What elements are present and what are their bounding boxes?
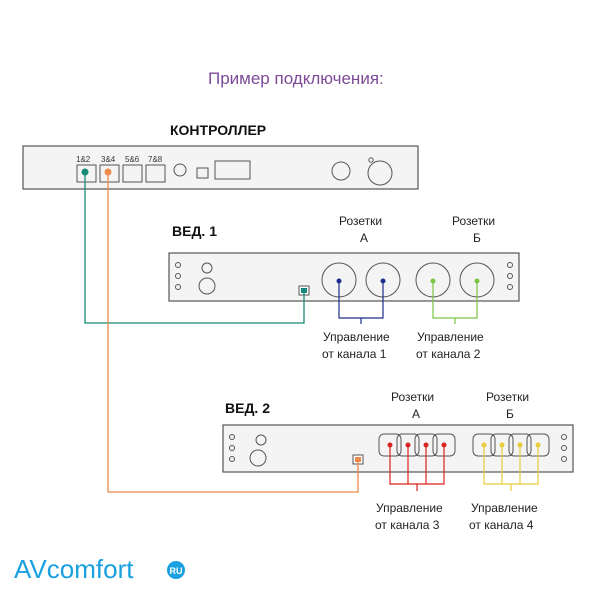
slave1-group-b-letter: Б: [473, 231, 481, 245]
slave2-mgmt-4-line2: от канала 4: [469, 518, 534, 532]
port-label-5-6: 5&6: [125, 155, 140, 164]
slave2-channel4-wire: [481, 442, 541, 491]
slave2-channel3-wire: [387, 442, 447, 491]
slave2-mgmt-4-line1: Управление: [471, 501, 538, 515]
controller-knob-mid[interactable]: [331, 161, 351, 181]
logo-av: AV: [14, 554, 47, 584]
slave2-mgmt-3-line2: от канала 3: [375, 518, 440, 532]
slave1-channel1-wire: [336, 278, 386, 324]
port-label-1-2: 1&2: [76, 155, 91, 164]
slave2-group-b-title: Розетки: [486, 390, 529, 404]
avcomfort-logo: AVcomfort RU: [14, 554, 185, 584]
controller-switch[interactable]: [196, 167, 209, 179]
slave2-port-led: [355, 457, 361, 462]
controller-knob-small[interactable]: [173, 163, 187, 177]
port-1-2[interactable]: [76, 164, 97, 183]
slave1-unit: [168, 252, 520, 302]
logo-text: AVcomfort: [14, 554, 134, 584]
slave2-right-mount-holes: [561, 434, 567, 462]
slave1-knob-small[interactable]: [201, 262, 213, 274]
slave2-knob-small[interactable]: [255, 434, 267, 446]
port-label-7-8: 7&8: [148, 155, 163, 164]
slave1-label: ВЕД. 1: [172, 223, 217, 239]
port-7-8[interactable]: [145, 164, 166, 183]
slave1-mgmt-2-line1: Управление: [417, 330, 484, 344]
logo-ru: RU: [170, 566, 183, 576]
slave1-port-led: [301, 288, 307, 293]
diagram-title: Пример подключения:: [208, 69, 384, 88]
slave1-group-b-title: Розетки: [452, 214, 495, 228]
slave1-group-a-title: Розетки: [339, 214, 382, 228]
controller-power-button[interactable]: [367, 160, 393, 186]
slave2-group-a-title: Розетки: [391, 390, 434, 404]
slave2-group-b-letter: Б: [506, 407, 514, 421]
slave1-knob[interactable]: [198, 277, 216, 295]
logo-comfort: comfort: [47, 554, 134, 584]
slave2-label: ВЕД. 2: [225, 400, 270, 416]
controller-display: [214, 160, 251, 180]
controller-ports: 1&2 3&4 5&6 7&8: [76, 155, 166, 183]
port-3-4[interactable]: [99, 164, 120, 183]
slave1-mgmt-1-line2: от канала 1: [322, 347, 387, 361]
slave1-right-mount-holes: [507, 262, 513, 290]
controller-unit: [22, 145, 419, 190]
slave1-group-a-letter: А: [360, 231, 368, 245]
controller-label: КОНТРОЛЛЕР: [170, 122, 266, 138]
slave2-left-mount-holes: [229, 434, 235, 462]
orange-cable-controller-to-slave2: [104, 168, 359, 493]
controller-indicator: [368, 157, 374, 163]
port-5-6[interactable]: [122, 164, 143, 183]
slave1-mgmt-1-line1: Управление: [323, 330, 390, 344]
slave1-channel2-wire: [430, 278, 480, 324]
slave2-unit: [222, 424, 574, 473]
logo-badge: [167, 561, 185, 579]
slave2-mgmt-3-line1: Управление: [376, 501, 443, 515]
port-label-3-4: 3&4: [101, 155, 116, 164]
slave1-left-mount-holes: [175, 262, 181, 290]
slave2-group-a-letter: А: [412, 407, 420, 421]
slave1-mgmt-2-line2: от канала 2: [416, 347, 481, 361]
teal-cable-controller-to-slave1: [81, 168, 305, 324]
slave2-knob[interactable]: [249, 449, 267, 467]
